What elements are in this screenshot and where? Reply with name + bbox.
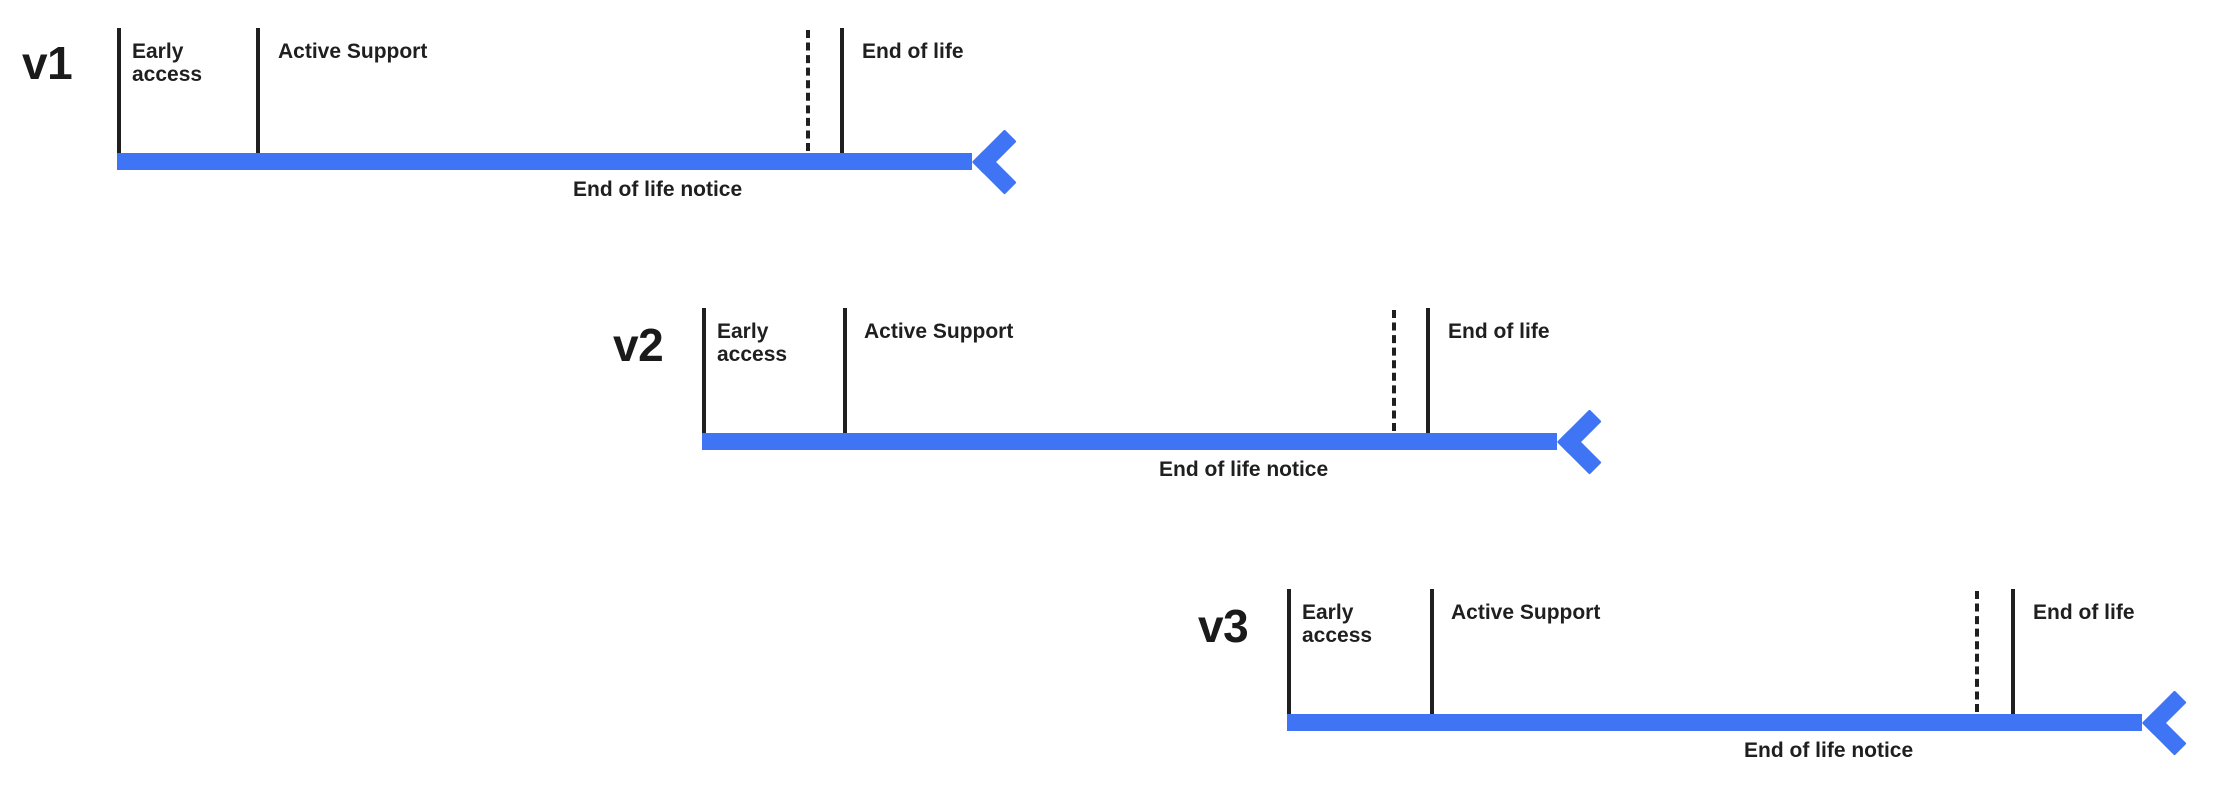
timeline-bar-v2 bbox=[702, 433, 1557, 450]
phase-label-v3-active-support: Active Support bbox=[1451, 601, 1601, 624]
phase-divider-v3-early-active bbox=[1430, 589, 1434, 714]
notice-label-v2: End of life notice bbox=[1159, 458, 1329, 481]
phase-divider-v2-start bbox=[702, 308, 706, 433]
phase-label-v3-early-access: Early access bbox=[1302, 601, 1373, 648]
phase-label-v2-active-support: Active Support bbox=[864, 320, 1014, 343]
version-row-v2: v2 Early access Active Support End of li… bbox=[0, 0, 1700, 481]
phase-divider-v2-early-active bbox=[843, 308, 847, 433]
version-label-v2: v2 bbox=[613, 319, 664, 371]
phase-divider-v1-start bbox=[117, 28, 121, 153]
phase-divider-v3-active-eol bbox=[2011, 589, 2015, 714]
phase-divider-v1-early-active bbox=[256, 28, 260, 153]
phase-label-v1-early-access: Early access bbox=[132, 40, 203, 87]
notice-label-v3: End of life notice bbox=[1744, 739, 1914, 762]
phase-divider-v3-start bbox=[1287, 589, 1291, 714]
notice-label-v1: End of life notice bbox=[573, 178, 743, 201]
phase-label-v3-end-of-life: End of life bbox=[2033, 601, 2135, 624]
phase-divider-v2-active-eol bbox=[1426, 308, 1430, 433]
timeline-bar-v3 bbox=[1287, 714, 2142, 731]
notice-marker-v3 bbox=[1975, 591, 1979, 712]
notice-marker-v1 bbox=[806, 30, 810, 151]
phase-label-v2-end-of-life: End of life bbox=[1448, 320, 1550, 343]
phase-label-v2-early-access: Early access bbox=[717, 320, 788, 367]
version-row-v3: v3 Early access Active Support End of li… bbox=[0, 0, 2228, 762]
timeline-bar-v1 bbox=[117, 153, 972, 170]
version-label-v3: v3 bbox=[1198, 600, 1249, 652]
phase-label-v1-end-of-life: End of life bbox=[862, 40, 964, 63]
version-label-v1: v1 bbox=[22, 37, 73, 89]
version-row-v1: v1 Early access Active Support End of li… bbox=[0, 0, 1100, 230]
phase-label-v1-active-support: Active Support bbox=[278, 40, 428, 63]
phase-divider-v1-active-eol bbox=[840, 28, 844, 153]
notice-marker-v2 bbox=[1392, 310, 1396, 431]
